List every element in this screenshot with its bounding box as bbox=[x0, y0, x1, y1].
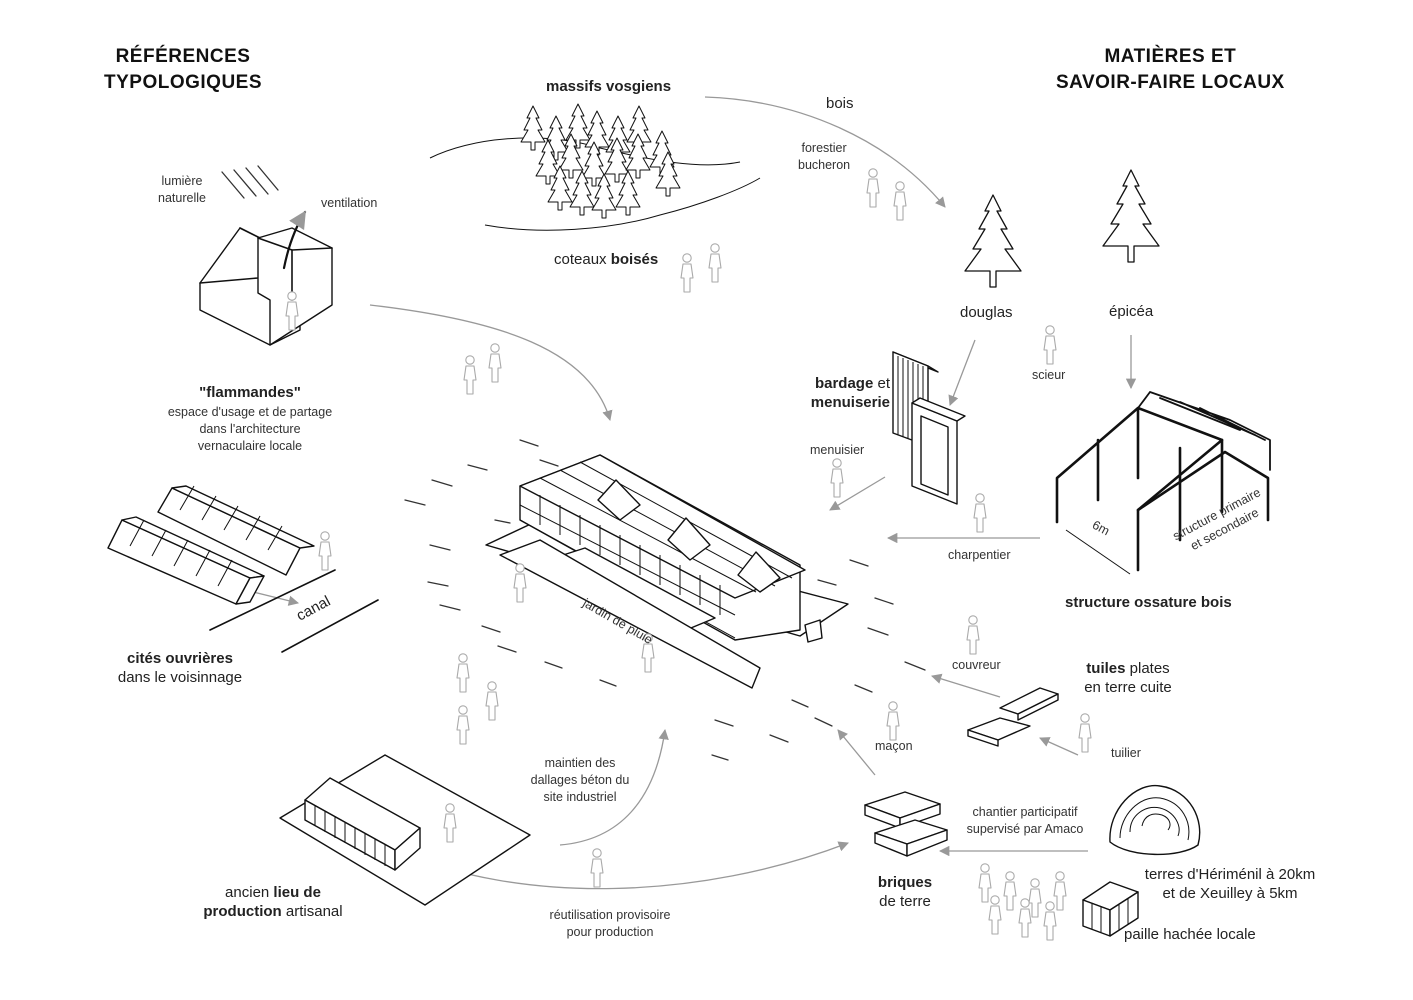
label-paille: paille hachée locale bbox=[1124, 926, 1256, 945]
label-flammandes-title: "flammandes" bbox=[150, 384, 350, 403]
label-ancien: ancien lieu de production artisanal bbox=[190, 884, 356, 922]
tuiles-illustration bbox=[968, 688, 1058, 746]
label-bardage-bold: bardage bbox=[815, 375, 873, 392]
heading-matieres-line2: SAVOIR-FAIRE LOCAUX bbox=[1056, 70, 1285, 96]
main-project-building bbox=[486, 455, 848, 688]
label-terres: terres d'Hériménil à 20km et de Xeuilley… bbox=[1140, 866, 1320, 904]
briques-illustration bbox=[865, 792, 947, 856]
label-ancien-rest: artisanal bbox=[282, 903, 343, 920]
heading-references: RÉFÉRENCES TYPOLOGIQUES bbox=[104, 44, 262, 95]
bardage-panels bbox=[893, 352, 965, 504]
flammandes-house bbox=[200, 166, 332, 345]
epicea-tree bbox=[1103, 170, 1159, 262]
label-ventilation: ventilation bbox=[321, 195, 377, 212]
label-coteaux: coteaux boisés bbox=[554, 251, 658, 270]
label-macon: maçon bbox=[875, 738, 913, 755]
arrow-douglas-to-bardage bbox=[950, 340, 975, 405]
label-menuisier: menuisier bbox=[810, 442, 864, 459]
heading-references-line2: TYPOLOGIQUES bbox=[104, 70, 262, 96]
label-cites: cités ouvrières dans le voisinnage bbox=[100, 650, 260, 688]
cites-ouvrieres-illustration bbox=[108, 486, 378, 652]
label-tuiles-rest: plates bbox=[1125, 660, 1169, 677]
douglas-tree bbox=[965, 195, 1021, 287]
label-briques-rest: de terre bbox=[855, 893, 955, 912]
label-flammandes-desc: espace d'usage et de partage dans l'arch… bbox=[150, 404, 350, 455]
heading-references-line1: RÉFÉRENCES bbox=[104, 44, 262, 70]
label-flammandes-desc-line2: dans l'architecture bbox=[150, 421, 350, 438]
label-reutilisation: réutilisation provisoire pour production bbox=[540, 907, 680, 941]
label-menuiserie: menuiserie bbox=[790, 394, 890, 413]
label-chantier: chantier participatif supervisé par Amac… bbox=[960, 804, 1090, 838]
label-tuilier: tuilier bbox=[1111, 745, 1141, 762]
label-lumiere: lumière naturelle bbox=[158, 173, 206, 207]
arrow-tuilier bbox=[1040, 738, 1078, 755]
label-forestier: forestier bucheron bbox=[798, 140, 850, 174]
label-lumiere-line1: lumière bbox=[158, 173, 206, 190]
label-chantier-line1: chantier participatif bbox=[960, 804, 1090, 821]
label-chantier-line2: supervisé par Amaco bbox=[960, 821, 1090, 838]
ancien-lieu-production bbox=[280, 755, 530, 905]
label-coteaux-pre: coteaux bbox=[554, 251, 611, 268]
label-terres-line1: terres d'Hériménil à 20km bbox=[1140, 866, 1320, 885]
label-briques: briques de terre bbox=[855, 874, 955, 912]
label-couvreur: couvreur bbox=[952, 657, 1001, 674]
forest-illustration bbox=[430, 104, 760, 230]
label-lumiere-line2: naturelle bbox=[158, 190, 206, 207]
label-flammandes-desc-line1: espace d'usage et de partage bbox=[150, 404, 350, 421]
label-terres-line2: et de Xeuilley à 5km bbox=[1140, 885, 1320, 904]
earth-mound bbox=[1110, 786, 1200, 855]
heading-matieres-line1: MATIÈRES ET bbox=[1056, 44, 1285, 70]
label-bois: bois bbox=[826, 95, 854, 114]
label-scieur: scieur bbox=[1032, 367, 1065, 384]
label-maintien: maintien des dallages béton du site indu… bbox=[520, 755, 640, 806]
heading-matieres: MATIÈRES ET SAVOIR-FAIRE LOCAUX bbox=[1056, 44, 1285, 95]
label-maintien-line1: maintien des bbox=[520, 755, 640, 772]
label-forestier-line2: bucheron bbox=[798, 157, 850, 174]
label-bardage: bardage et menuiserie bbox=[790, 375, 890, 413]
label-cites-rest: dans le voisinnage bbox=[100, 669, 260, 688]
label-douglas: douglas bbox=[960, 304, 1013, 323]
label-ancien-bold1: lieu de bbox=[273, 884, 321, 901]
arrow-couvreur bbox=[932, 676, 1000, 697]
label-maintien-line2: dallages béton du bbox=[520, 772, 640, 789]
timber-frame-structure bbox=[1057, 392, 1270, 574]
label-charpentier: charpentier bbox=[948, 547, 1011, 564]
label-reutilisation-line1: réutilisation provisoire bbox=[540, 907, 680, 924]
label-epicea: épicéa bbox=[1109, 303, 1153, 322]
label-ancien-pre: ancien bbox=[225, 884, 273, 901]
label-bardage-rest: et bbox=[873, 375, 890, 392]
label-structure-title: structure ossature bois bbox=[1065, 594, 1232, 613]
label-forestier-line1: forestier bbox=[798, 140, 850, 157]
label-cites-bold: cités ouvrières bbox=[100, 650, 260, 669]
label-maintien-line3: site industriel bbox=[520, 789, 640, 806]
label-briques-bold: briques bbox=[855, 874, 955, 893]
label-tuiles-line2: en terre cuite bbox=[1078, 679, 1178, 698]
label-reutilisation-line2: pour production bbox=[540, 924, 680, 941]
label-coteaux-bold: boisés bbox=[611, 251, 659, 268]
label-ancien-bold2: production bbox=[203, 903, 281, 920]
arrow-macon bbox=[838, 730, 875, 775]
label-massifs: massifs vosgiens bbox=[546, 78, 671, 97]
label-flammandes-desc-line3: vernaculaire locale bbox=[150, 438, 350, 455]
label-tuiles: tuiles plates en terre cuite bbox=[1078, 660, 1178, 698]
label-tuiles-bold: tuiles bbox=[1086, 660, 1125, 677]
